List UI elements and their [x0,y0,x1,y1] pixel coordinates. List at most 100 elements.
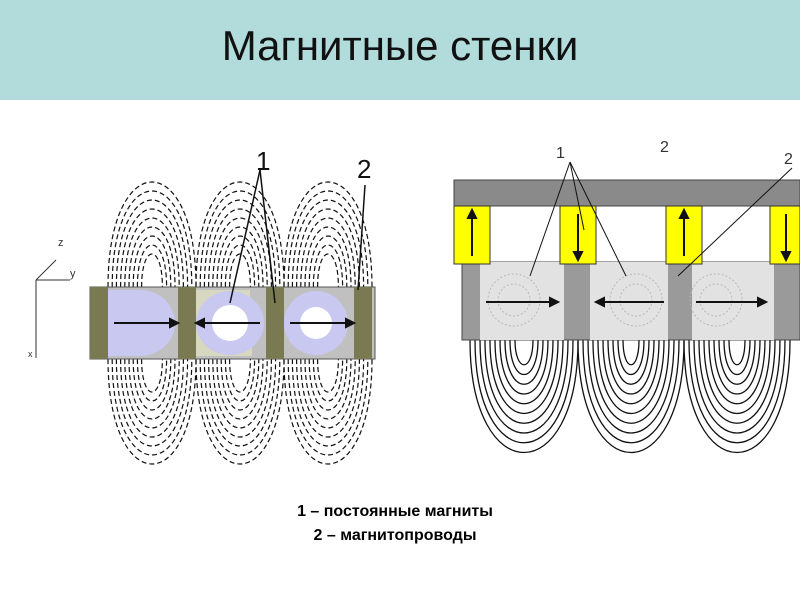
field-line [683,339,791,453]
field-line [120,358,184,438]
field-line [141,253,163,288]
axis-label-z: z [58,237,64,249]
field-line [723,339,751,375]
field-line [136,244,168,288]
field-line [199,190,281,288]
field-line [308,235,348,288]
field-line [607,339,655,395]
field-line [612,339,650,385]
right-callout-1: 1 [556,145,565,162]
field-line [592,339,670,424]
field-line [504,339,544,385]
field-line [698,339,776,424]
field-line [474,339,574,444]
field-line [128,358,176,420]
field-line [312,244,344,288]
left-callout-1: 1 [256,146,270,176]
field-line [287,358,369,456]
field-line [229,358,251,393]
field-line [141,358,163,393]
field-line [291,358,365,447]
field-line [291,199,365,288]
field-line [708,339,766,405]
right-callout-2a: 2 [660,139,669,156]
field-line [199,358,281,456]
field-line [107,181,197,288]
field-line [509,339,539,375]
yellow-magnets [453,205,800,265]
field-line [622,339,640,366]
field-line [212,217,268,288]
legend-line-1: 1 – постоянные магниты [297,503,493,520]
title-banner [0,0,800,100]
field-line [597,339,665,414]
field-line [489,339,559,414]
legend-line-2: 2 – магнитопроводы [313,527,477,544]
left-callouts [229,169,366,304]
axis-triad [35,259,70,358]
field-line [728,339,746,366]
field-line [136,358,168,402]
field-line [296,208,360,288]
top-yoke-bar [453,179,800,207]
field-line [308,358,348,411]
field-line [216,358,264,420]
slide-title: Магнитные стенки [221,22,579,69]
field-line [713,339,761,395]
field-line [617,339,645,375]
field-line [582,339,680,444]
field-line [208,208,272,288]
field-line [283,358,373,465]
field-line [115,358,189,447]
field-line [499,339,549,395]
right-field-lines [469,339,791,453]
axis-label-x: x [28,349,33,359]
left-callout-2: 2 [357,154,371,184]
legend: 1 – постоянные магниты 2 – магнитопровод… [230,500,560,548]
field-line [283,181,373,288]
field-line [107,358,197,465]
left-figure: 1 2 z y x [28,146,376,465]
field-line [602,339,660,405]
field-line [111,358,193,456]
field-line [203,358,277,447]
left-magnet-array [89,286,376,360]
field-line [124,217,180,288]
field-line [212,358,268,429]
field-line [220,358,260,411]
axis-label-y: y [70,268,76,280]
field-line [469,339,579,453]
right-figure: 1 2 2 [453,139,800,453]
field-line [203,199,277,288]
field-line [111,190,193,288]
field-line [132,358,172,411]
field-line [124,358,180,429]
field-line [514,339,534,366]
field-line [132,235,172,288]
field-line [216,226,264,288]
field-line [195,358,285,465]
field-line [703,339,771,414]
field-line [317,358,339,393]
right-callouts [529,161,793,277]
field-line [195,181,285,288]
field-line [300,217,356,288]
field-line [224,358,256,402]
field-line [688,339,786,444]
field-line [312,358,344,402]
field-line [128,226,176,288]
field-line [304,358,352,420]
field-line [693,339,781,434]
field-line [304,226,352,288]
right-callout-2b: 2 [784,151,793,168]
field-line [577,339,685,453]
field-line [300,358,356,429]
field-line [317,253,339,288]
field-line [718,339,756,385]
field-line [115,199,189,288]
field-line [484,339,564,424]
field-line [220,235,260,288]
left-field-lines [107,181,373,465]
field-line [224,244,256,288]
field-line [120,208,184,288]
